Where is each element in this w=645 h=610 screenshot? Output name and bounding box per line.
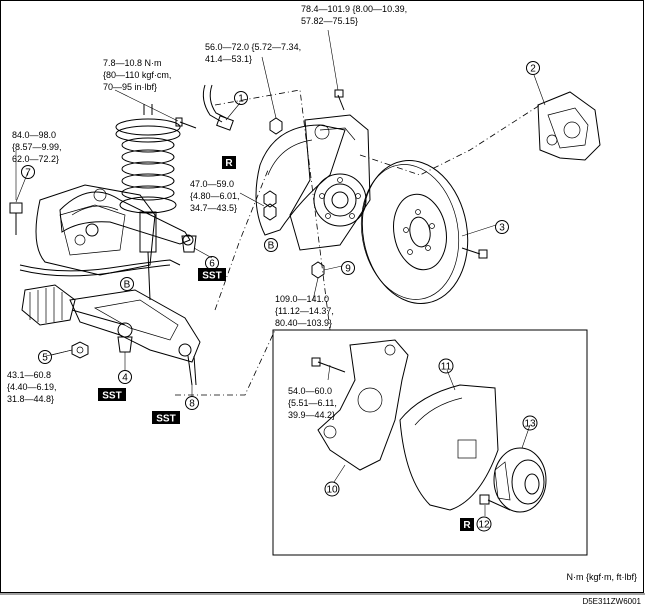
guide-line-upper: [214, 89, 331, 331]
torque-470-line1: 47.0—59.0: [190, 179, 234, 189]
torque-540-line2: {5.51—6.11,: [288, 398, 337, 408]
torque-840-line3: 62.0—72.2}: [12, 154, 59, 164]
callout-8: 8: [185, 396, 199, 410]
bolt-12: [479, 494, 511, 511]
svg-text:B: B: [268, 241, 275, 252]
bolt-hose: [175, 117, 197, 129]
shock-absorber-spring: [115, 104, 181, 301]
svg-text:9: 9: [345, 264, 351, 275]
nut-9: [311, 261, 325, 279]
svg-text:12: 12: [478, 520, 490, 531]
figure-frame: [0, 0, 644, 593]
svg-text:13: 13: [524, 419, 536, 430]
torque-78-line2: {80—110 kgf·cm,: [103, 70, 171, 80]
svg-text:SST: SST: [156, 414, 175, 425]
svg-text:7: 7: [25, 168, 31, 179]
view-b-marker-right: B: [264, 238, 278, 252]
lower-arm: [69, 289, 201, 363]
nut-5: [71, 341, 89, 359]
caliper-bolt: [334, 89, 345, 111]
svg-text:8: 8: [189, 399, 195, 410]
callout-4: 4: [118, 370, 132, 384]
callout-9: 9: [341, 261, 355, 275]
torque-840-line1: 84.0—98.0: [12, 130, 56, 140]
svg-text:3: 3: [499, 223, 505, 234]
lower-ball-joint: [117, 336, 133, 353]
dust-shield-upper: [255, 124, 346, 236]
disc-screw: [461, 247, 488, 259]
steering-knuckle-upper: [289, 114, 371, 251]
callout-5: 5: [38, 350, 52, 364]
nut-6-upper: [263, 190, 277, 221]
crossmember: [35, 184, 156, 276]
guide-line-hub: [359, 104, 541, 176]
replace-marker-upper: R: [222, 156, 236, 169]
brake-hose: [202, 84, 234, 131]
units-label: N·m {kgf·m, ft·lbf}: [566, 572, 637, 582]
callout-11: 11: [438, 358, 454, 374]
svg-text:SST: SST: [102, 391, 121, 402]
callout-12: 12: [476, 516, 492, 532]
torque-78-line1: 7.8—10.8 N·m: [103, 58, 162, 68]
dust-shield-detail: [399, 384, 499, 511]
torque-470-line3: 34.7—43.5}: [190, 203, 237, 213]
svg-text:1: 1: [238, 94, 244, 105]
torque-784-line2: 57.82—75.15}: [301, 16, 358, 26]
guide-line-lower: [175, 329, 276, 396]
svg-text:4: 4: [122, 373, 128, 384]
torque-1090-line2: {11.12—14.37,: [275, 306, 334, 316]
sst-label-4: SST: [98, 388, 126, 402]
wheel-hub-detail: [493, 447, 547, 513]
callout-10: 10: [324, 481, 340, 497]
guide-line-mid: [214, 169, 269, 311]
detail-inset-box: [272, 329, 588, 556]
torque-431-line2: {4.40—6.19,: [7, 382, 57, 392]
sst-label-8: SST: [152, 411, 180, 425]
torque-470-line2: {4.80—6.01,: [190, 191, 240, 201]
steering-knuckle-detail: [311, 339, 409, 471]
svg-text:R: R: [463, 520, 471, 531]
callout-2: 2: [526, 61, 540, 75]
torque-1090-line1: 109.0—141.0: [275, 294, 329, 304]
bolt-7: [9, 202, 23, 235]
svg-text:11: 11: [441, 362, 452, 373]
torque-1090-line3: 80.40—103.9}: [275, 318, 332, 328]
torque-784-line1: 78.4—101.9 {8.00—10.39,: [301, 4, 407, 14]
svg-text:5: 5: [42, 353, 48, 364]
callout-6: 6: [205, 256, 219, 270]
svg-text:2: 2: [530, 64, 536, 75]
torque-560-line1: 56.0—72.0 {5.72—7.34,: [205, 42, 301, 52]
torque-431-line3: 31.8—44.8}: [7, 394, 54, 404]
strut-lower-stud: [187, 355, 197, 386]
svg-text:R: R: [225, 158, 233, 169]
replace-marker-inset: R: [460, 518, 474, 531]
svg-text:6: 6: [209, 259, 215, 270]
figure-code: D5E311ZW6001: [582, 597, 641, 606]
stabilizer-bar: [19, 259, 181, 277]
torque-78-line3: 70—95 in·lbf}: [103, 82, 157, 92]
tie-rod-boot: [21, 284, 126, 326]
leader-lines: [15, 29, 546, 516]
brake-caliper: [537, 91, 601, 161]
callout-1: 1: [234, 91, 248, 105]
torque-431-line1: 43.1—60.8: [7, 370, 51, 380]
callout-3: 3: [495, 220, 509, 234]
upper-ball-joint: [181, 235, 197, 253]
torque-540-line1: 54.0—60.0: [288, 386, 332, 396]
brake-disc: [360, 160, 469, 304]
callout-7: 7: [21, 165, 35, 179]
sst-label-6: SST: [198, 268, 226, 282]
torque-560-line2: 41.4—53.1}: [205, 54, 252, 64]
torque-840-line2: {8.57—9.99,: [12, 142, 62, 152]
svg-text:10: 10: [326, 485, 338, 496]
callout-13: 13: [522, 415, 538, 431]
view-b-marker-left: B: [120, 277, 134, 291]
wheel-hub: [313, 173, 367, 227]
svg-text:B: B: [124, 280, 131, 291]
torque-540-line3: 39.9—44.2}: [288, 410, 335, 420]
knuckle-nut-upper: [269, 117, 283, 135]
svg-text:SST: SST: [202, 271, 221, 282]
